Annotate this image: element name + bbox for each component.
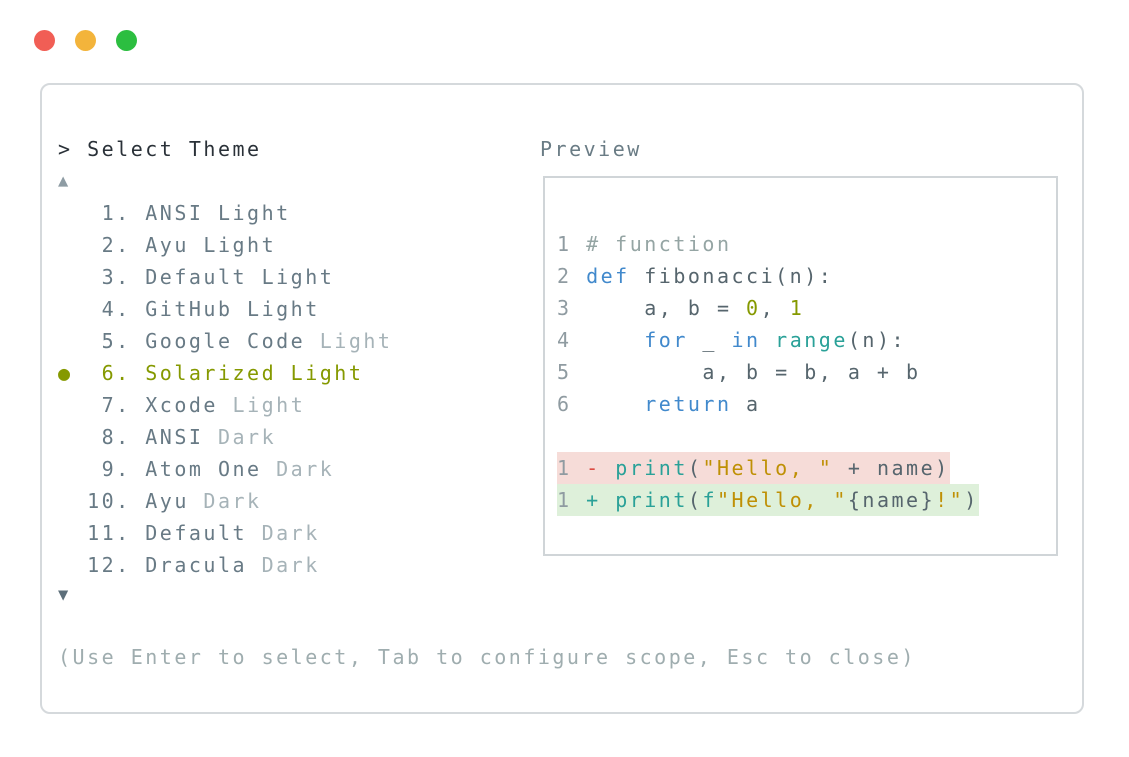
code-line: 3 a, b = 0, 1 xyxy=(557,296,805,320)
scroll-up-icon[interactable]: ▲ xyxy=(58,171,71,191)
theme-name: Atom One xyxy=(145,457,262,481)
theme-number: 4. xyxy=(87,297,146,321)
theme-number: 7. xyxy=(87,393,146,417)
theme-name: Default xyxy=(145,265,248,289)
theme-list-item[interactable]: 8. ANSI Dark xyxy=(58,421,392,453)
theme-variant: Light xyxy=(188,233,277,257)
theme-variant: Light xyxy=(203,201,291,225)
dialog-title: > Select Theme xyxy=(58,133,262,165)
diff-added-line: 1 + print(f"Hello, "{name}!") xyxy=(557,484,979,516)
theme-name: Solarized xyxy=(145,361,277,385)
theme-variant: Light xyxy=(217,393,306,417)
theme-list-item[interactable]: 5. Google Code Light xyxy=(58,325,392,357)
theme-number: 12. xyxy=(87,553,146,577)
theme-list-item[interactable]: 12. Dracula Dark xyxy=(58,549,392,581)
theme-number: 6. xyxy=(87,361,146,385)
code-line: 6 return a xyxy=(557,392,761,416)
preview-label: Preview xyxy=(540,137,642,161)
marker-spacer xyxy=(58,393,87,417)
theme-picker-dialog: > Select Theme ▲ 1. ANSI Light 2. Ayu Li… xyxy=(40,83,1084,714)
theme-variant: Dark xyxy=(247,553,320,577)
marker-spacer xyxy=(58,457,87,481)
theme-number: 3. xyxy=(87,265,146,289)
theme-name: Default xyxy=(145,521,248,545)
theme-variant: Dark xyxy=(203,425,277,449)
theme-variant: Light xyxy=(276,361,364,385)
theme-variant: Light xyxy=(232,297,320,321)
marker-spacer xyxy=(58,201,87,225)
theme-name: Dracula xyxy=(145,553,248,577)
marker-spacer xyxy=(58,265,87,289)
preview-pane: 1 # function 2 def fibonacci(n): 3 a, b = … xyxy=(543,176,1058,556)
marker-spacer xyxy=(58,489,87,513)
theme-list-item[interactable]: 1. ANSI Light xyxy=(58,197,392,229)
code-line: 1 # function xyxy=(557,232,732,256)
code-line: 5 a, b = b, a + b xyxy=(557,360,921,384)
theme-number: 11. xyxy=(87,521,146,545)
theme-list-item[interactable]: 9. Atom One Dark xyxy=(58,453,392,485)
theme-list-item[interactable]: 3. Default Light xyxy=(58,261,392,293)
close-button[interactable] xyxy=(34,30,55,51)
dialog-title-text: Select Theme xyxy=(87,137,262,161)
theme-number: 2. xyxy=(87,233,146,257)
scroll-down-icon[interactable]: ▼ xyxy=(58,585,71,605)
code-line xyxy=(557,420,979,452)
theme-name: Xcode xyxy=(145,393,218,417)
code-preview: 1 # function 2 def fibonacci(n): 3 a, b = … xyxy=(557,228,979,516)
theme-name: ANSI xyxy=(145,201,204,225)
prompt-symbol: > xyxy=(58,137,73,161)
help-text: (Use Enter to select, Tab to configure s… xyxy=(58,645,916,669)
theme-number: 9. xyxy=(87,457,146,481)
marker-spacer xyxy=(58,425,87,449)
marker-spacer xyxy=(58,233,87,257)
diff-removed-line: 1 - print("Hello, " + name) xyxy=(557,452,979,484)
code-line: 4 for _ in range(n): xyxy=(557,328,907,352)
theme-variant: Light xyxy=(247,265,335,289)
theme-variant: Dark xyxy=(188,489,262,513)
theme-list-item[interactable]: 2. Ayu Light xyxy=(58,229,392,261)
theme-list-item[interactable]: 4. GitHub Light xyxy=(58,293,392,325)
theme-name: ANSI xyxy=(145,425,204,449)
zoom-button[interactable] xyxy=(116,30,137,51)
marker-spacer xyxy=(58,297,87,321)
window-controls xyxy=(34,30,137,51)
theme-name: Google Code xyxy=(145,329,306,353)
theme-variant: Dark xyxy=(261,457,335,481)
theme-name: GitHub xyxy=(145,297,233,321)
theme-list-item[interactable]: 10. Ayu Dark xyxy=(58,485,392,517)
theme-list-item[interactable]: ● 6. Solarized Light xyxy=(58,357,392,389)
minimize-button[interactable] xyxy=(75,30,96,51)
theme-number: 8. xyxy=(87,425,146,449)
theme-number: 1. xyxy=(87,201,146,225)
theme-list: 1. ANSI Light 2. Ayu Light 3. Default Li… xyxy=(58,197,392,581)
theme-list-item[interactable]: 11. Default Dark xyxy=(58,517,392,549)
selected-bullet-icon: ● xyxy=(58,361,88,385)
marker-spacer xyxy=(58,329,87,353)
theme-list-item[interactable]: 7. Xcode Light xyxy=(58,389,392,421)
theme-number: 10. xyxy=(87,489,146,513)
code-line: 2 def fibonacci(n): xyxy=(557,264,834,288)
marker-spacer xyxy=(58,553,87,577)
theme-number: 5. xyxy=(87,329,146,353)
marker-spacer xyxy=(58,521,87,545)
theme-name: Ayu xyxy=(145,489,189,513)
theme-variant: Dark xyxy=(247,521,320,545)
theme-variant: Light xyxy=(305,329,393,353)
theme-name: Ayu xyxy=(145,233,189,257)
